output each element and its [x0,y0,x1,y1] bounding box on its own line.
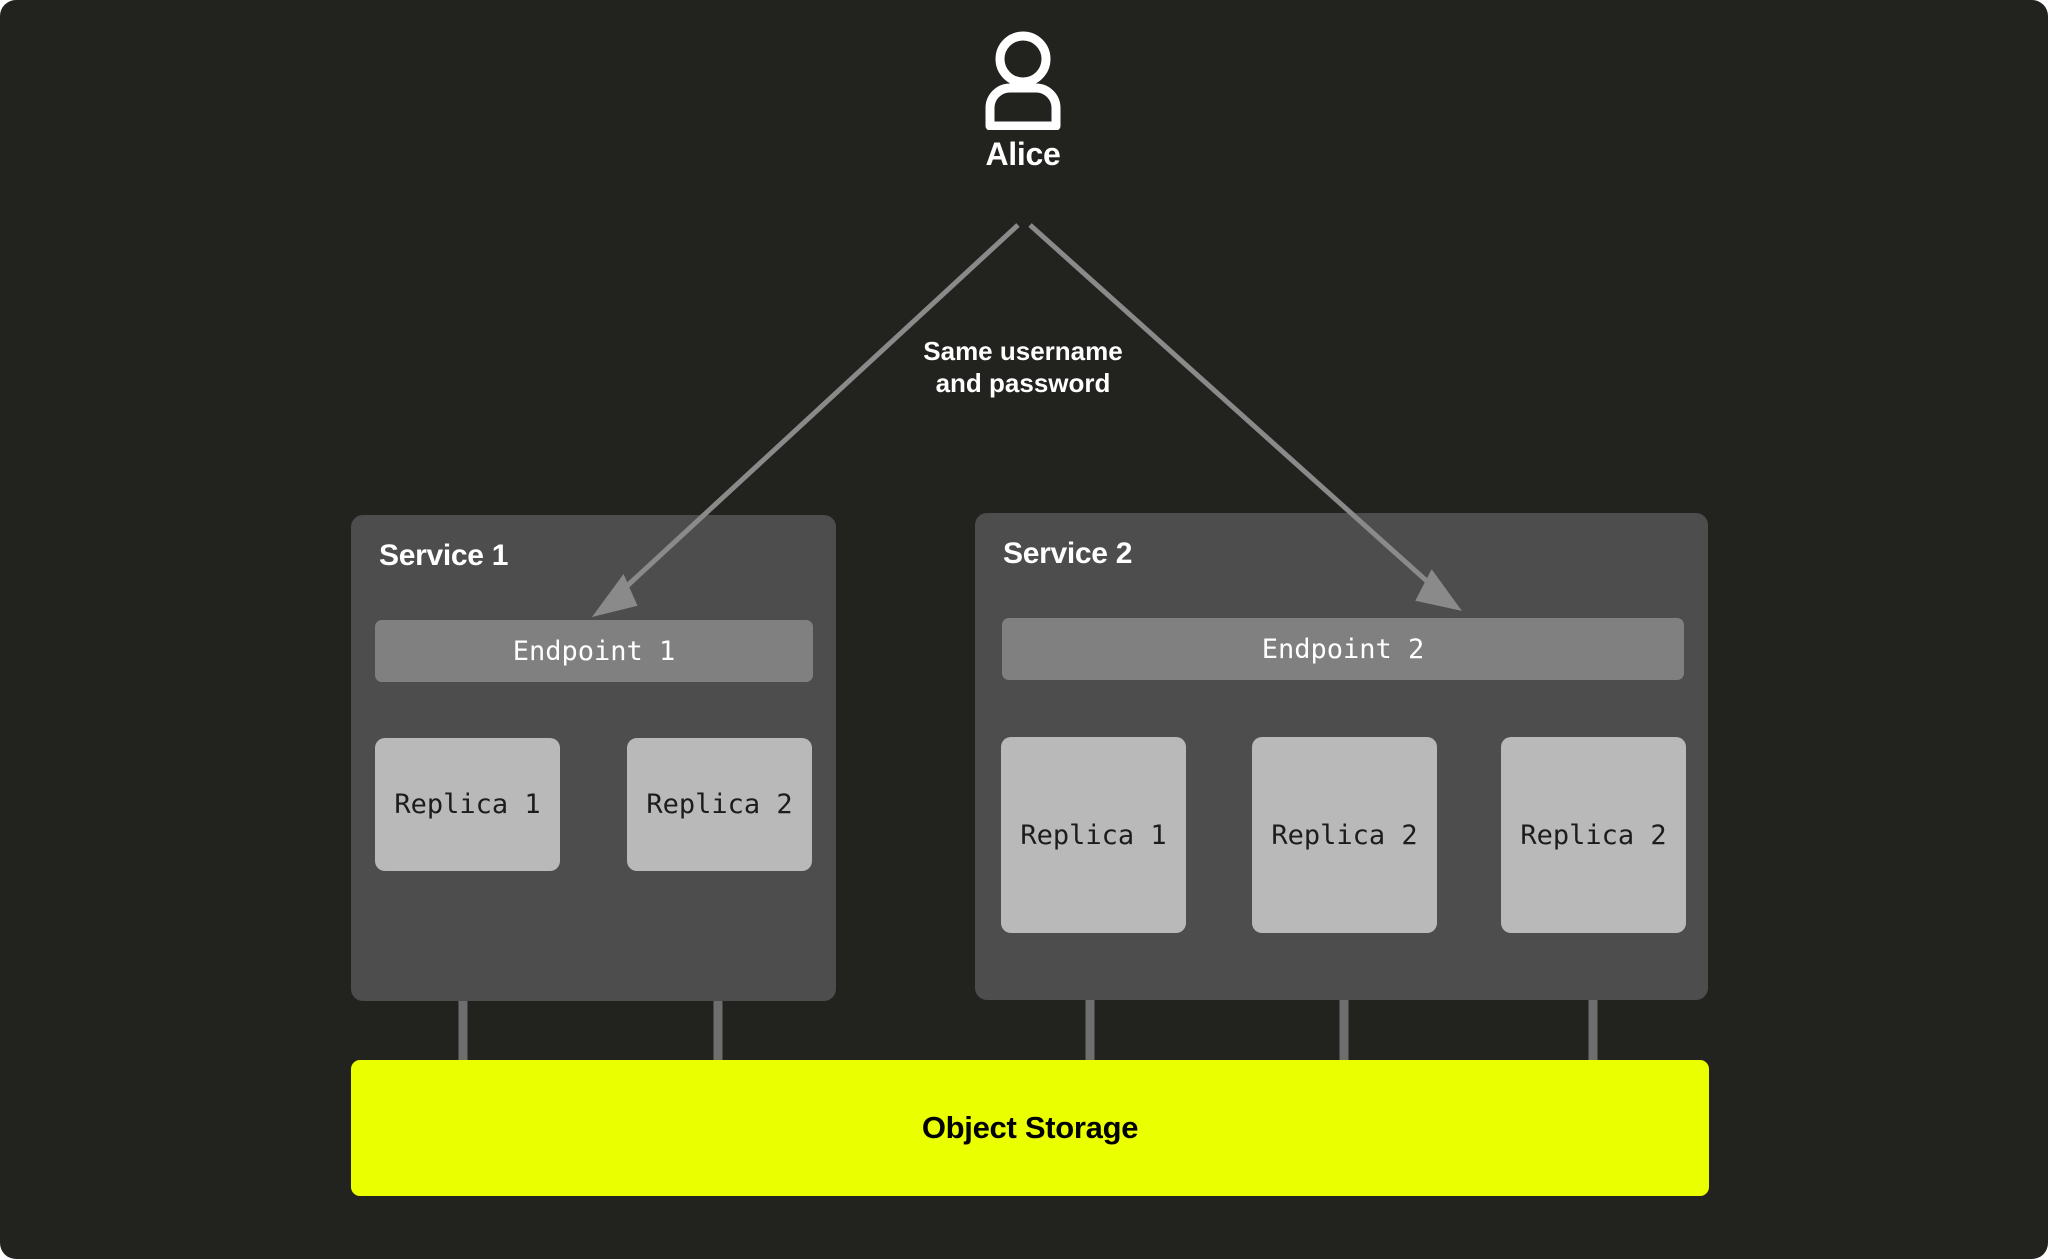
service-1-replica-2[interactable]: Replica 2 [627,738,812,871]
service-1-title: Service 1 [379,539,509,572]
service-2-replica-1[interactable]: Replica 1 [1001,737,1186,933]
person-icon [985,31,1061,130]
service-2-replica-3[interactable]: Replica 2 [1501,737,1686,933]
edge-caption: Same username and password [823,336,1223,399]
object-storage-bar[interactable]: Object Storage [351,1060,1709,1196]
edge-caption-line-1: Same username [923,336,1123,366]
actor-label: Alice [985,136,1061,172]
endpoint-2[interactable]: Endpoint 2 [1002,618,1684,680]
endpoint-1[interactable]: Endpoint 1 [375,620,813,682]
object-storage-label: Object Storage [921,1110,1139,1145]
service-2-replica-2[interactable]: Replica 2 [1252,737,1437,933]
actor-alice: Alice [923,30,1123,173]
service-1-replica-1[interactable]: Replica 1 [375,738,560,871]
service-2-title: Service 2 [1003,537,1133,570]
edge-caption-line-2: and password [935,367,1111,398]
